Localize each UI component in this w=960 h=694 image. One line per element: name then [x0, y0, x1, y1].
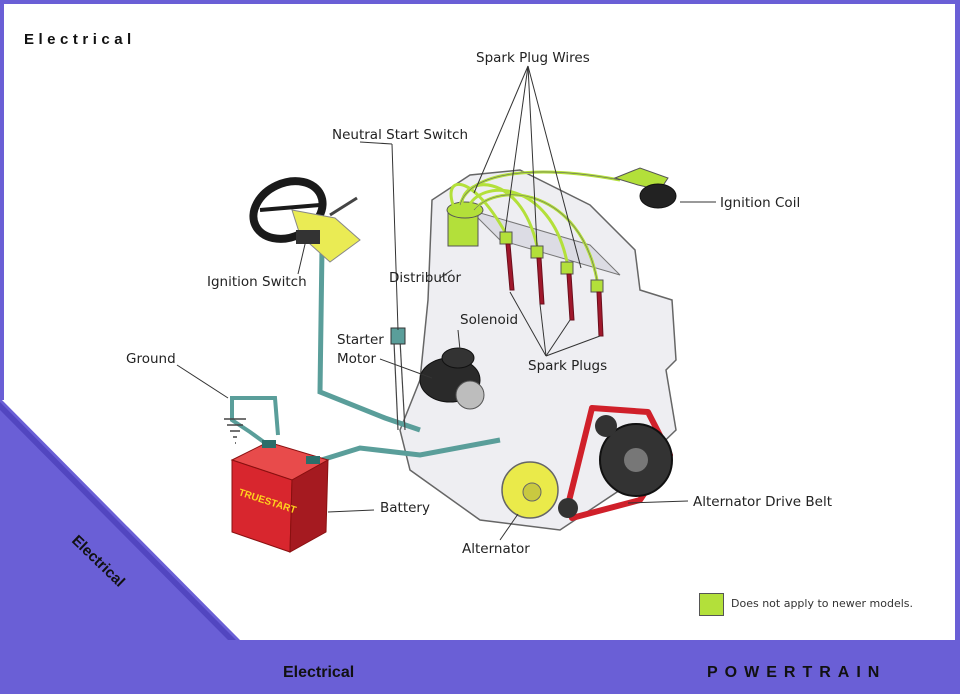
ground-cable — [230, 396, 280, 450]
neutral-wire — [399, 339, 406, 431]
neutral-start-switch — [390, 327, 406, 345]
idler-pulley — [595, 415, 617, 437]
leader-lines — [176, 65, 716, 541]
footer-right-label: POWERTRAIN — [707, 664, 887, 681]
neutral-wire-2 — [393, 341, 399, 431]
label-neutral-start-switch: Neutral Start Switch — [332, 127, 469, 143]
battery-side — [289, 459, 329, 553]
label-solenoid: Solenoid — [460, 312, 519, 328]
legend-text: Does not apply to newer models. — [731, 597, 914, 610]
label-spark-plugs: Spark Plugs — [528, 358, 608, 374]
battery-terminal-pos — [306, 456, 320, 464]
label-spark-plug-wires: Spark Plug Wires — [476, 50, 590, 66]
label-distributor: Distributor — [389, 270, 462, 286]
alt-pulley — [558, 498, 578, 518]
page-title: Electrical — [24, 31, 136, 48]
label-ignition-coil: Ignition Coil — [720, 195, 801, 211]
label-alternator-drive-belt: Alternator Drive Belt — [693, 494, 833, 510]
label-battery: Battery — [380, 500, 430, 516]
footer-band — [0, 398, 960, 694]
steering-spoke — [259, 203, 321, 212]
frame-top — [0, 0, 960, 4]
label-ground: Ground — [126, 351, 176, 367]
spark-plugs — [499, 231, 604, 337]
ground-symbol — [224, 418, 246, 444]
ignition-switch-body — [296, 230, 320, 244]
solenoid — [441, 347, 475, 369]
distributor-cap — [446, 201, 484, 219]
ignition-coil — [639, 183, 677, 209]
footer-inner-edge — [0, 402, 236, 640]
footer-left-label: Electrical — [283, 664, 355, 681]
label-alternator: Alternator — [462, 541, 530, 557]
label-ignition-switch: Ignition Switch — [207, 274, 307, 290]
legend-swatch — [699, 593, 724, 616]
starter-motor-end — [455, 380, 485, 410]
alternator-center — [522, 482, 542, 502]
battery-cable — [314, 437, 501, 465]
spark-plug-wire-outlines — [459, 171, 621, 281]
steering-stalk — [329, 196, 358, 217]
frame-left — [0, 0, 4, 400]
label-starter: Starter — [337, 332, 384, 348]
frame-right — [955, 0, 960, 694]
crank-pulley-hub — [624, 448, 648, 472]
label-motor: Motor — [337, 351, 377, 367]
engine-head — [469, 209, 621, 276]
battery-terminal-neg — [262, 440, 276, 448]
